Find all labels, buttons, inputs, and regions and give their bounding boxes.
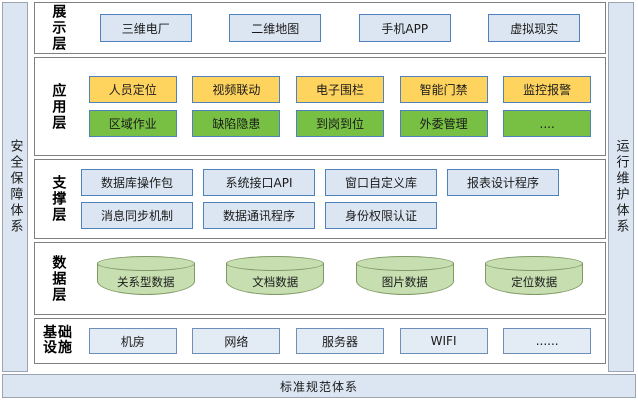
- layer-data-body: 关系型数据 文档数据 图片数据 定位数据: [81, 255, 605, 302]
- node-data-communication-program[interactable]: 数据通讯程序: [203, 202, 315, 229]
- node-report-design-program[interactable]: 报表设计程序: [447, 169, 559, 196]
- cylinder-relational-data[interactable]: 关系型数据: [96, 255, 195, 302]
- node-mobile-app[interactable]: 手机APP: [358, 14, 451, 42]
- layer-presentation: 展示层 三维电厂 二维地图 手机APP 虚拟现实: [34, 2, 606, 54]
- layer-data: 数据层 关系型数据 文档数据: [34, 242, 606, 315]
- row: 关系型数据 文档数据 图片数据 定位数据: [81, 255, 599, 302]
- layer-stack: 展示层 三维电厂 二维地图 手机APP 虚拟现实 应用层 人员定位 视频联动: [34, 2, 606, 372]
- node-personnel-positioning[interactable]: 人员定位: [88, 76, 177, 103]
- node-2d-map[interactable]: 二维地图: [229, 14, 322, 42]
- layer-infrastructure-body: 机房 网络 服务器 WIFI ......: [81, 328, 605, 354]
- row: 区域作业 缺陷隐患 到岗到位 外委管理 ....: [81, 110, 599, 137]
- node-monitoring-alarm[interactable]: 监控报警: [503, 76, 592, 103]
- right-rail-label: 运行维护体系: [613, 139, 629, 235]
- layer-infrastructure-label-line2: 设施: [43, 340, 73, 356]
- row: 三维电厂 二维地图 手机APP 虚拟现实: [81, 14, 599, 42]
- node-window-custom-library[interactable]: 窗口自定义库: [325, 169, 437, 196]
- cylinder-top-ellipse: [485, 255, 584, 271]
- row: 数据库操作包 系统接口API 窗口自定义库 报表设计程序: [81, 169, 599, 196]
- layer-support-label: 支撑层: [50, 175, 67, 223]
- node-machine-room[interactable]: 机房: [88, 328, 177, 354]
- cylinder-top-ellipse: [96, 255, 195, 271]
- cylinder-label: 图片数据: [381, 274, 428, 289]
- node-server[interactable]: 服务器: [295, 328, 384, 354]
- node-outsourcing-management[interactable]: 外委管理: [399, 110, 488, 137]
- cylinder-top-ellipse: [226, 255, 325, 271]
- layer-support: 支撑层 数据库操作包 系统接口API 窗口自定义库 报表设计程序 消息同步机制 …: [34, 159, 606, 239]
- node-on-duty-in-place[interactable]: 到岗到位: [295, 110, 384, 137]
- node-area-operation[interactable]: 区域作业: [88, 110, 177, 137]
- layer-infrastructure: 基础 设施 机房 网络 服务器 WIFI ......: [34, 318, 606, 364]
- node-message-sync-mechanism[interactable]: 消息同步机制: [81, 202, 193, 229]
- row: 机房 网络 服务器 WIFI ......: [81, 328, 599, 354]
- cylinder-top-ellipse: [355, 255, 454, 271]
- row: 消息同步机制 数据通讯程序 身份权限认证: [81, 202, 599, 229]
- layer-application: 应用层 人员定位 视频联动 电子围栏 智能门禁 监控报警 区域作业 缺陷隐患 到…: [34, 57, 606, 156]
- layer-presentation-label: 展示层: [50, 4, 67, 52]
- bottom-bar-label: 标准规范体系: [279, 379, 358, 394]
- cylinder-document-data[interactable]: 文档数据: [226, 255, 325, 302]
- cylinder-label: 关系型数据: [117, 274, 175, 289]
- cylinder-label: 定位数据: [511, 274, 558, 289]
- node-database-operation-package[interactable]: 数据库操作包: [81, 169, 193, 196]
- layer-infrastructure-label-line1: 基础: [43, 324, 73, 341]
- layer-data-label: 数据层: [50, 254, 67, 303]
- cylinder-positioning-data[interactable]: 定位数据: [485, 255, 584, 302]
- node-wifi[interactable]: WIFI: [399, 328, 488, 354]
- layer-presentation-body: 三维电厂 二维地图 手机APP 虚拟现实: [81, 14, 605, 42]
- layer-application-body: 人员定位 视频联动 电子围栏 智能门禁 监控报警 区域作业 缺陷隐患 到岗到位 …: [81, 76, 605, 137]
- node-system-interface-api[interactable]: 系统接口API: [203, 169, 315, 196]
- node-video-linkage[interactable]: 视频联动: [192, 76, 281, 103]
- node-network[interactable]: 网络: [192, 328, 281, 354]
- right-rail-ops-maintenance-system: 运行维护体系: [608, 2, 634, 372]
- node-defect-hazard[interactable]: 缺陷隐患: [192, 110, 281, 137]
- node-more-application[interactable]: ....: [503, 110, 592, 137]
- left-rail-label: 安全保障体系: [7, 139, 23, 235]
- node-virtual-reality[interactable]: 虚拟现实: [488, 14, 581, 42]
- layer-infrastructure-label: 基础 设施: [35, 324, 81, 356]
- node-more-infrastructure[interactable]: ......: [503, 328, 592, 354]
- cylinder-label: 文档数据: [252, 274, 299, 289]
- node-smart-access-control[interactable]: 智能门禁: [399, 76, 488, 103]
- cylinder-image-data[interactable]: 图片数据: [355, 255, 454, 302]
- left-rail-security-system: 安全保障体系: [2, 2, 28, 372]
- layer-application-label: 应用层: [50, 82, 67, 131]
- layer-support-body: 数据库操作包 系统接口API 窗口自定义库 报表设计程序 消息同步机制 数据通讯…: [81, 169, 605, 229]
- row: 人员定位 视频联动 电子围栏 智能门禁 监控报警: [81, 76, 599, 103]
- bottom-bar-standards-system: 标准规范体系: [2, 374, 636, 398]
- node-3d-plant[interactable]: 三维电厂: [99, 14, 192, 42]
- node-identity-permission-auth[interactable]: 身份权限认证: [325, 202, 437, 229]
- node-electronic-fence[interactable]: 电子围栏: [295, 76, 384, 103]
